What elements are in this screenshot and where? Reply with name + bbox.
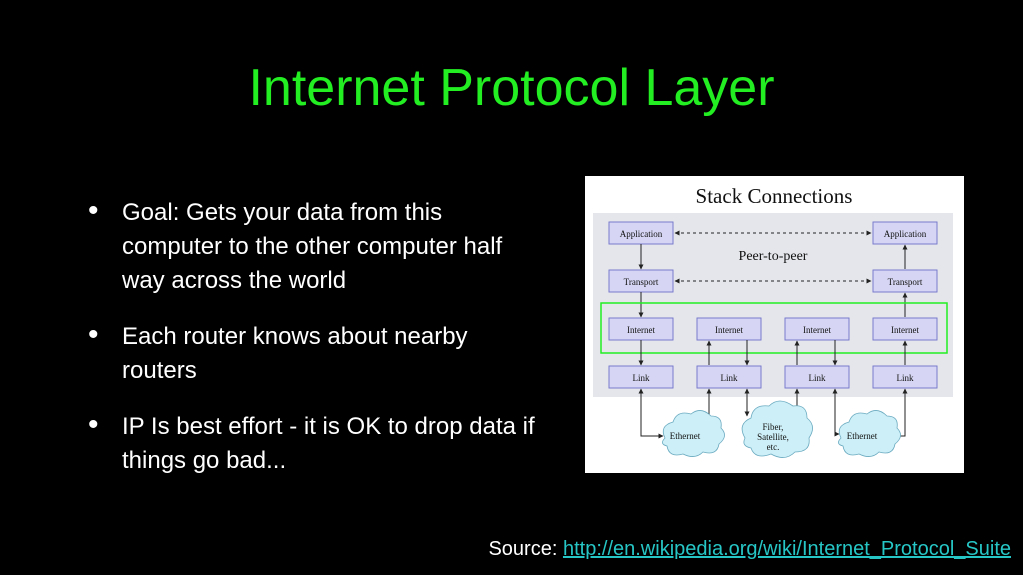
bullet-item: • IP Is best effort - it is OK to drop da… xyxy=(88,408,538,478)
internet-box-4 xyxy=(872,317,938,341)
link-label-2: Link xyxy=(721,373,738,383)
link-box-1 xyxy=(608,365,674,389)
application-box-right xyxy=(872,221,938,245)
slide-title: Internet Protocol Layer xyxy=(248,59,775,117)
internet-label-2: Internet xyxy=(715,325,743,335)
bullet-list: • Goal: Gets your data from this computer… xyxy=(88,194,538,500)
link-box-2 xyxy=(696,365,762,389)
bullet-text: Each router knows about nearby routers xyxy=(122,323,468,384)
internet-label-1: Internet xyxy=(627,325,655,335)
transport-label-left: Transport xyxy=(624,277,659,287)
bullet-text: Goal: Gets your data from this computer … xyxy=(122,199,503,294)
stack-connections-diagram: Stack Connections Application Applicatio… xyxy=(585,176,964,473)
source-label: Source: xyxy=(488,538,558,560)
ethernet-label-left: Ethernet xyxy=(670,431,701,441)
internet-label-4: Internet xyxy=(891,325,919,335)
bullet-text: IP Is best effort - it is OK to drop dat… xyxy=(122,413,535,474)
satellite-label: Satellite, xyxy=(757,432,789,442)
bullet-dot-icon: • xyxy=(88,408,99,441)
fiber-satellite-cloud xyxy=(741,400,813,458)
fiber-label: Fiber, xyxy=(763,422,784,432)
source-link[interactable]: http://en.wikipedia.org/wiki/Internet_Pr… xyxy=(562,538,1011,560)
bullet-item: • Each router knows about nearby routers xyxy=(88,318,538,388)
etc-label: etc. xyxy=(767,442,780,452)
connector-link3-ethernet xyxy=(832,388,840,437)
internet-box-3 xyxy=(784,317,850,341)
internet-box-2 xyxy=(696,317,762,341)
bullet-dot-icon: • xyxy=(88,318,99,351)
link-label-3: Link xyxy=(809,373,826,383)
link-label-4: Link xyxy=(897,373,914,383)
bullet-dot-icon: • xyxy=(88,194,99,227)
ethernet-cloud-right xyxy=(838,410,901,457)
link-box-4 xyxy=(872,365,938,389)
application-label-right: Application xyxy=(884,229,927,239)
bullet-item: • Goal: Gets your data from this computer… xyxy=(88,194,538,298)
internet-layer-highlight xyxy=(600,302,948,354)
ethernet-label-right: Ethernet xyxy=(847,431,878,441)
connector-link1-ethernet xyxy=(638,388,664,439)
source-citation: Source: http://en.wikipedia.org/wiki/Int… xyxy=(488,538,1011,561)
peer-to-peer-label: Peer-to-peer xyxy=(739,249,808,264)
internet-label-3: Internet xyxy=(803,325,831,335)
transport-box-right xyxy=(872,269,938,293)
ethernet-cloud-left xyxy=(662,410,725,457)
diagram-title: Stack Connections xyxy=(696,184,853,208)
link-box-3 xyxy=(784,365,850,389)
transport-label-right: Transport xyxy=(888,277,923,287)
application-label-left: Application xyxy=(620,229,663,239)
link-label-1: Link xyxy=(633,373,650,383)
